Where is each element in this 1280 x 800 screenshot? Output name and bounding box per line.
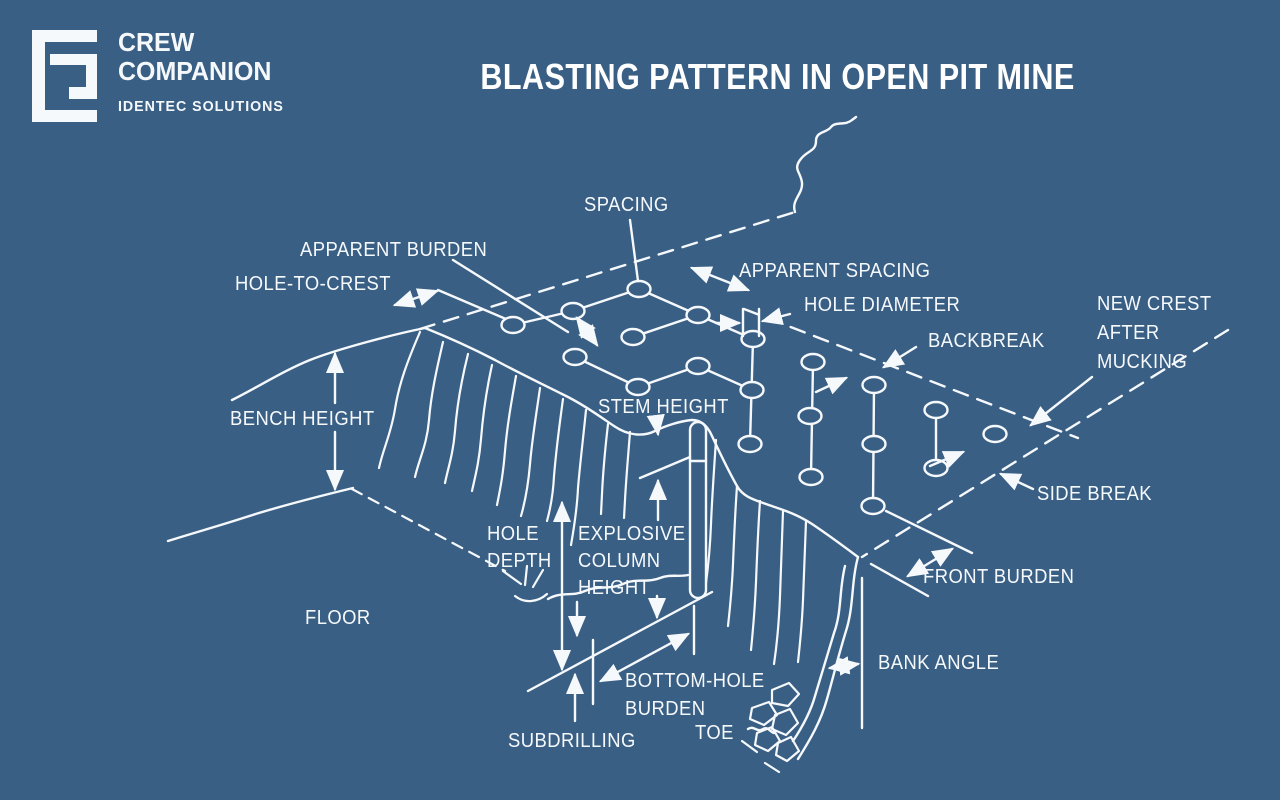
logo-text-crew: CREW [118, 27, 195, 57]
toe-rubble [740, 681, 801, 774]
label-bench-height: BENCH HEIGHT [230, 408, 375, 430]
label-explosive-line3: HEIGHT [578, 577, 651, 599]
label-backbreak: BACKBREAK [928, 330, 1045, 352]
front-burden-arrow [905, 547, 955, 578]
apparent-spacing-arrow [689, 266, 751, 292]
measurement-arrows [325, 218, 1094, 735]
bottom-hole-burden-arrow [598, 632, 691, 683]
label-stem-height: STEM HEIGHT [598, 396, 729, 418]
charge-top-tick [638, 455, 692, 480]
rock-outlines [166, 115, 974, 761]
toe-leader [746, 726, 776, 735]
logo-text-identec-solutions: IDENTEC SOLUTIONS [118, 99, 284, 115]
label-new-crest-after-mucking: NEW CREST AFTER MUCKING [1097, 290, 1212, 377]
label-new-crest-line2: AFTER [1097, 322, 1160, 344]
label-hole-diameter: HOLE DIAMETER [804, 294, 961, 316]
label-explosive-column-height: EXPLOSIVE COLUMN HEIGHT [578, 521, 685, 602]
bank-angle-arrow [827, 656, 861, 676]
label-new-crest-line1: NEW CREST [1097, 293, 1212, 315]
label-hole-depth-line2: DEPTH [487, 550, 552, 572]
label-explosive-line2: COLUMN [578, 550, 661, 572]
borehole [688, 420, 708, 600]
rock-face-texture [377, 330, 808, 666]
label-bottom-hole-burden: BOTTOM-HOLE BURDEN [625, 667, 765, 723]
hole-diameter-arrow-right [760, 307, 792, 326]
label-front-burden: FRONT BURDEN [923, 566, 1075, 588]
label-apparent-spacing: APPARENT SPACING [739, 260, 931, 282]
crew-companion-logo-icon [32, 30, 97, 122]
label-toe: TOE [695, 722, 734, 744]
apparent-burden-arrow [575, 316, 599, 347]
label-apparent-burden: APPARENT BURDEN [300, 239, 488, 261]
label-hole-depth-line1: HOLE [487, 523, 539, 545]
label-bottom-hole-line2: BURDEN [625, 698, 706, 720]
stem-height-arrow [646, 413, 665, 437]
initiation-arrow-1 [814, 376, 849, 395]
page-title: BLASTING PATTERN IN OPEN PIT MINE [480, 56, 1075, 97]
label-hole-to-crest: HOLE-TO-CREST [235, 273, 391, 295]
label-explosive-line1: EXPLOSIVE [578, 523, 686, 545]
label-floor: FLOOR [305, 607, 371, 629]
logo-text-companion: COMPANION [118, 56, 272, 86]
label-side-break: SIDE BREAK [1037, 483, 1153, 505]
blast-holes [500, 279, 1008, 516]
side-break-leader [998, 472, 1035, 491]
label-bank-angle: BANK ANGLE [878, 652, 1000, 674]
new-crest-leader [1029, 375, 1094, 427]
label-hole-depth: HOLE DEPTH [487, 521, 552, 575]
label-new-crest-line3: MUCKING [1097, 351, 1188, 373]
hole-to-crest-arrow [392, 288, 440, 308]
initiation-arrow-2 [928, 450, 966, 468]
label-bottom-hole-line1: BOTTOM-HOLE [625, 670, 765, 692]
apparent-burden-leader [451, 258, 570, 334]
spacing-leader [628, 218, 640, 283]
label-subdrilling: SUBDRILLING [508, 730, 636, 752]
backbreak-leader [881, 345, 918, 369]
label-spacing: SPACING [584, 194, 669, 216]
